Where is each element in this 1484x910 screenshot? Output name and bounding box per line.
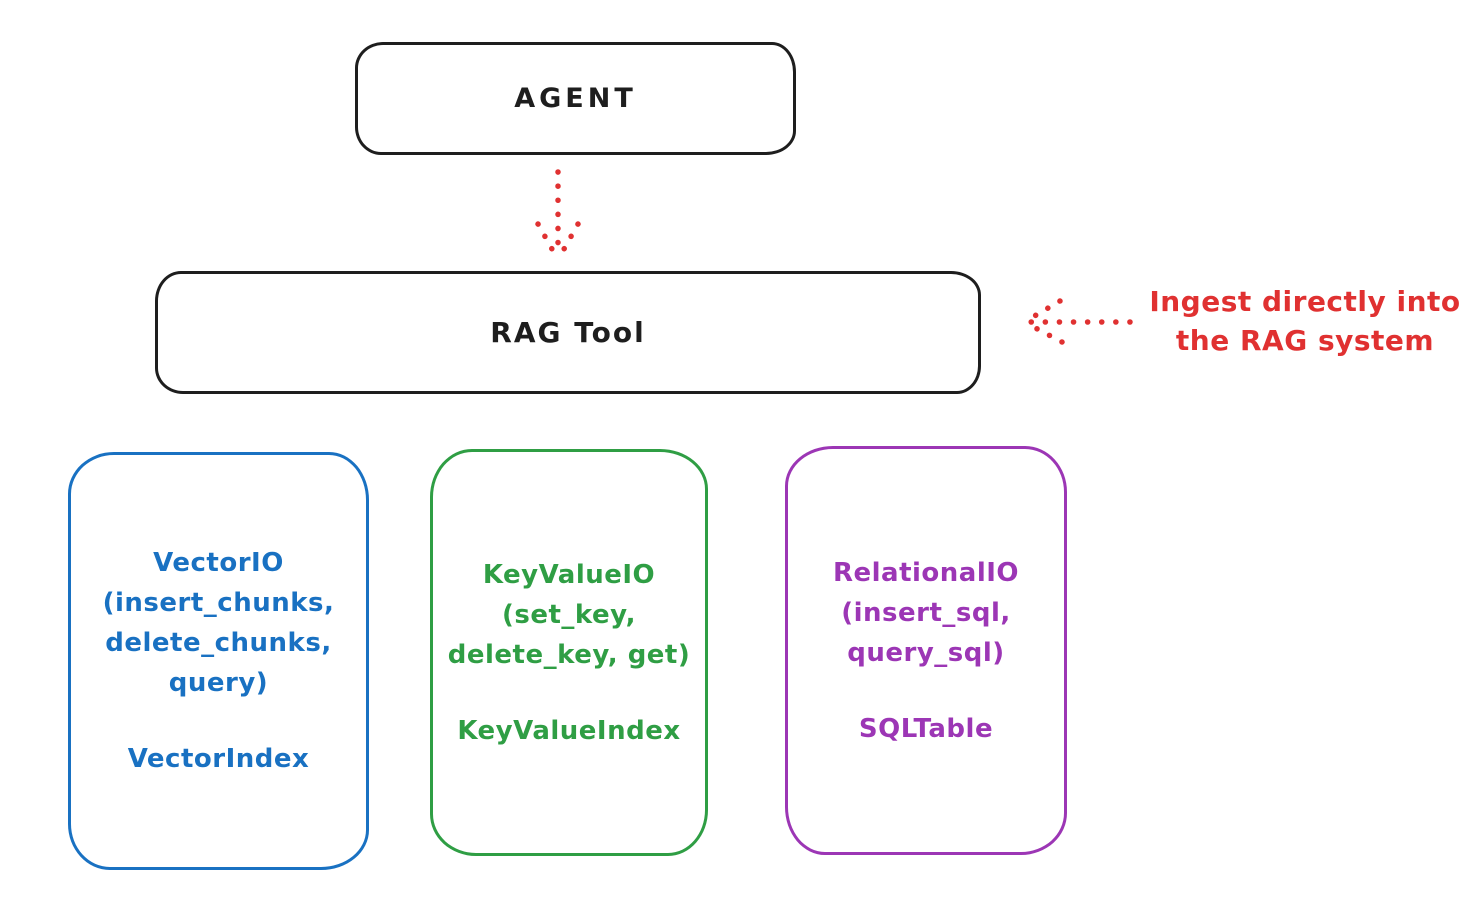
key-value-io-title-block: KeyValueIO (set_key, delete_key, get)	[448, 555, 691, 675]
ingest-annotation: Ingest directly into the RAG system	[1135, 282, 1475, 360]
rag-tool-label: RAG Tool	[490, 316, 646, 349]
dotted-down-arrow	[535, 169, 581, 261]
vector-io-line: (insert_chunks,	[102, 588, 335, 618]
vector-index-label: VectorIndex	[127, 744, 310, 774]
vector-io-title-block: VectorIO (insert_chunks, delete_chunks, …	[103, 543, 335, 703]
key-value-io-line: KeyValueIO	[482, 559, 656, 590]
relational-io-node: RelationalIO (insert_sql, query_sql) SQL…	[785, 446, 1067, 855]
vector-io-line: delete_chunks,	[105, 628, 332, 658]
agent-node: AGENT	[355, 42, 796, 155]
key-value-io-node: KeyValueIO (set_key, delete_key, get) Ke…	[430, 449, 708, 856]
key-value-io-line: delete_key, get)	[447, 639, 691, 670]
vector-io-line: VectorIO	[153, 548, 284, 578]
sql-table-label: SQLTable	[858, 713, 994, 744]
ingest-annotation-line2: the RAG system	[1175, 324, 1435, 357]
rag-tool-node: RAG Tool	[155, 271, 981, 394]
key-value-io-line: (set_key,	[502, 599, 636, 630]
key-value-index-label: KeyValueIndex	[457, 715, 681, 746]
relational-io-title-block: RelationalIO (insert_sql, query_sql)	[833, 553, 1019, 673]
relational-io-line: (insert_sql,	[841, 597, 1011, 628]
dotted-left-arrow	[1023, 298, 1133, 345]
relational-io-line: RelationalIO	[832, 557, 1020, 588]
vector-io-line: query)	[168, 668, 269, 698]
agent-label: AGENT	[514, 83, 637, 114]
relational-io-line: query_sql)	[847, 637, 1005, 668]
vector-io-node: VectorIO (insert_chunks, delete_chunks, …	[68, 452, 369, 870]
ingest-annotation-line1: Ingest directly into	[1149, 285, 1461, 318]
